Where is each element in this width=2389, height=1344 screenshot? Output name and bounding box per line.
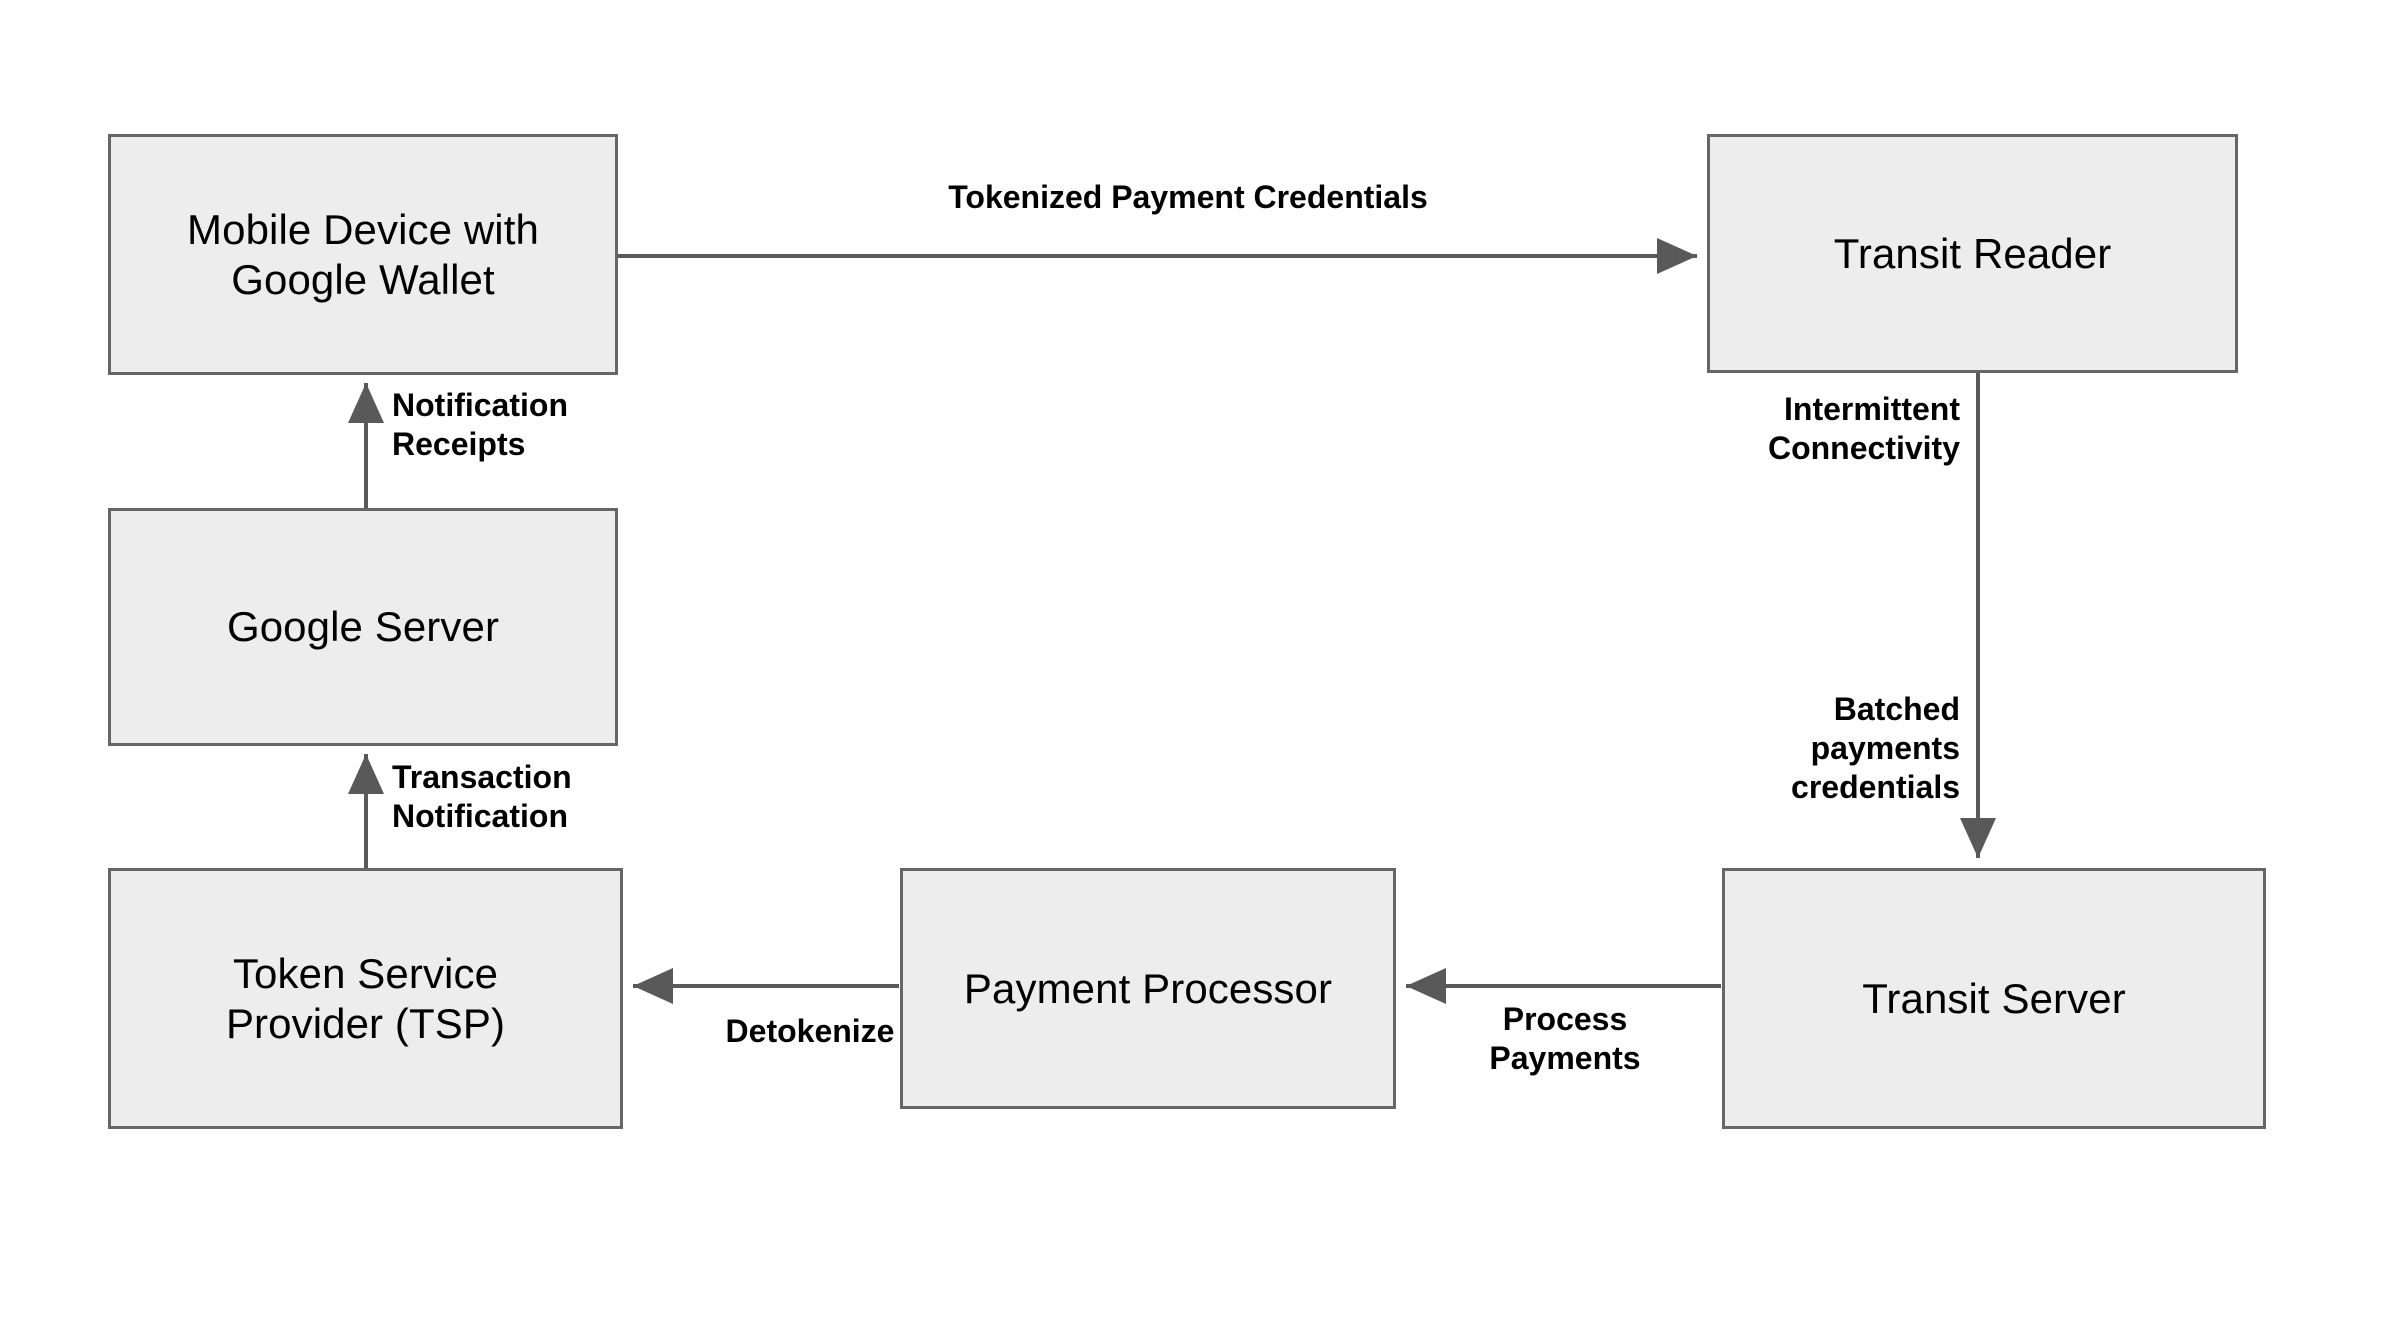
node-mobile-device-label: Mobile Device with Google Wallet [187, 205, 539, 303]
node-transit-reader-label: Transit Reader [1833, 229, 2112, 277]
node-payment-processor[interactable]: Payment Processor [900, 868, 1396, 1109]
node-transit-server-label: Transit Server [1862, 974, 2126, 1022]
edge-label-process-payments: Process Payments [1489, 1001, 1641, 1077]
edge-label-transaction-notification: Transaction Notification [392, 759, 572, 835]
edge-label-intermittent-connectivity: Intermittent Connectivity [1767, 391, 1960, 467]
node-token-service-provider-label: Token Service Provider (TSP) [225, 949, 506, 1047]
edge-label-notification-receipts: Notification Receipts [392, 387, 568, 463]
edge-label-batched-payments-credentials: Batched payments credentials [1791, 691, 1960, 806]
node-transit-reader[interactable]: Transit Reader [1707, 134, 2238, 373]
node-payment-processor-label: Payment Processor [963, 964, 1333, 1012]
edge-label-tokenized-payment-credentials: Tokenized Payment Credentials [948, 179, 1428, 215]
node-mobile-device[interactable]: Mobile Device with Google Wallet [108, 134, 618, 375]
node-transit-server[interactable]: Transit Server [1722, 868, 2266, 1129]
node-google-server[interactable]: Google Server [108, 508, 618, 746]
node-token-service-provider[interactable]: Token Service Provider (TSP) [108, 868, 623, 1129]
node-google-server-label: Google Server [226, 603, 500, 651]
edge-label-detokenize: Detokenize [725, 1013, 895, 1049]
